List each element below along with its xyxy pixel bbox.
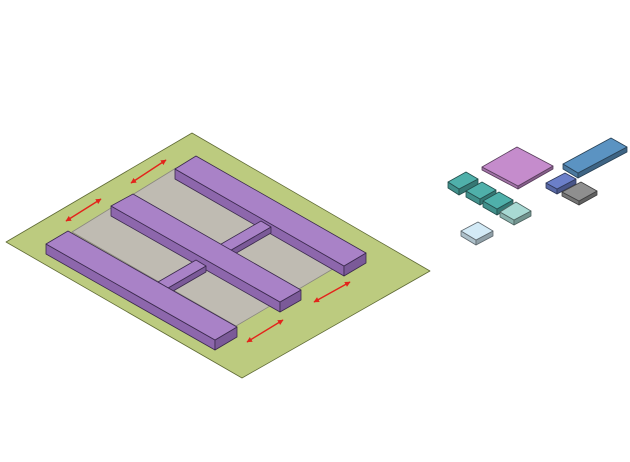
double-arrow-icon [130,159,167,184]
pad-gray-top-face [561,181,598,202]
double-arrow-icon [65,198,102,222]
structure-layer [45,155,367,351]
pad-ice [460,221,494,246]
pad-steel-strip [562,137,628,179]
pad-mint-top-face [499,201,532,221]
pad-steel-strip-top-face [562,137,628,174]
pad-large-lilac-top-face [481,146,554,187]
pad-ice-top-face [460,221,494,241]
exploded-parts [447,137,628,246]
pad-gray [561,181,598,206]
pad-teal-2-top-face [465,181,497,200]
motion-arrows [65,159,351,343]
beam-front [45,230,238,351]
beam-front-top-face [45,230,238,341]
pad-mint [499,201,532,226]
beam-back-top-face [174,155,367,267]
double-arrow-icon [246,319,284,343]
pad-teal-1 [447,171,479,196]
pad-teal-3-top-face [482,191,514,210]
pad-teal-1-top-face [447,171,479,190]
pad-large-lilac [481,146,554,190]
beam-middle [110,193,302,313]
beam-middle-top-face [110,193,302,303]
pad-indigo-top-face [545,172,577,190]
pad-indigo [545,172,577,195]
double-arrow-icon [313,281,351,303]
